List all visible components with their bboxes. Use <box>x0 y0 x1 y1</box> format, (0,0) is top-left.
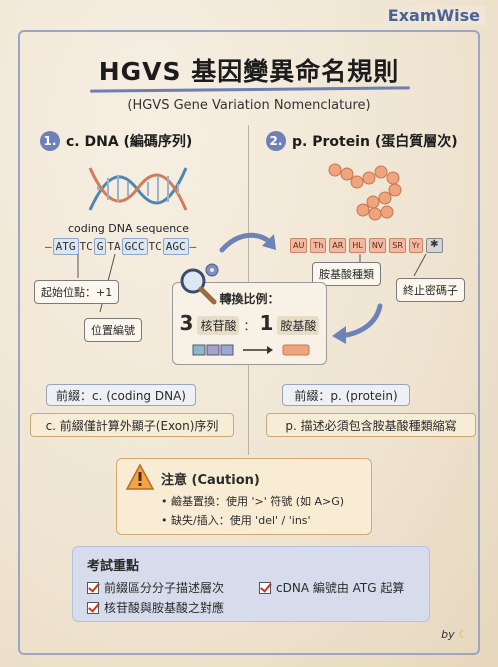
amino-acid-chip: AU <box>290 238 308 253</box>
section-title: p. Protein (蛋白質層次) <box>292 134 458 150</box>
conversion-ratio: 3 核苷酸 ： 1 胺基酸 <box>173 311 326 335</box>
seq-segment: TC <box>79 240 93 253</box>
page-title: HGVS 基因變異命名規則 <box>98 57 400 86</box>
exam-points-box: 考試重點 前綴區分分子描述層次 cDNA 編號由 ATG 起算 核苷酸與胺基酸之… <box>72 546 430 622</box>
arrow-left-icon <box>332 303 383 344</box>
footer-signature: by ☾ <box>441 628 468 641</box>
amino-acid-count: 1 <box>259 311 274 335</box>
nucleotide-count: 3 <box>179 311 194 335</box>
start-site-label: 起始位點：+1 <box>34 280 120 304</box>
amino-acid-chip: HL <box>349 238 366 253</box>
checkbox-checked-icon <box>87 581 99 594</box>
amino-acid-unit: 胺基酸 <box>277 316 320 335</box>
amino-acid-chip: Yr <box>408 238 424 253</box>
dna-sequence: — ATG TC G TA GCC TC AGC — <box>44 238 197 255</box>
aa-pointer-lines <box>359 253 427 277</box>
exam-title: 考試重點 <box>87 559 140 574</box>
amino-acid-chip: AR <box>329 238 347 253</box>
moon-icon: ☾ <box>458 628 468 641</box>
warning-icon <box>125 463 155 490</box>
conversion-visual <box>192 344 310 356</box>
conversion-box: 轉換比例： 3 核苷酸 ： 1 胺基酸 <box>172 282 327 365</box>
seq-codon: GCC <box>121 238 148 255</box>
seq-segment: — <box>189 240 197 253</box>
protein-chain-icon <box>328 163 402 221</box>
section-number: 1. <box>40 131 60 151</box>
dna-prefix-desc: c. 前綴僅計算外顯子(Exon)序列 <box>30 413 234 437</box>
exam-item: cDNA 編號由 ATG 起算 <box>259 579 404 596</box>
conversion-title: 轉換比例： <box>219 292 280 306</box>
protein-prefix-desc: p. 描述必須包含胺基酸種類縮寫 <box>266 413 476 437</box>
seq-codon: G <box>93 238 107 255</box>
exam-item-text: 前綴區分分子描述層次 <box>104 581 225 595</box>
brand-logo: ExamWise <box>381 6 486 25</box>
stop-codon-chip: ✱ <box>426 238 443 253</box>
amino-acid-row: AU Th AR HL NV SR Yr ✱ <box>290 238 443 253</box>
seq-segment: TC <box>148 240 162 253</box>
nucleotide-unit: 核苷酸 <box>197 316 240 335</box>
caution-item: • 鹼基置換：使用 '>' 符號 (如 A>G) <box>161 495 345 508</box>
seq-codon: ATG <box>52 238 79 255</box>
exam-item-text: cDNA 編號由 ATG 起算 <box>276 581 405 595</box>
section-heading-dna: 1. c. DNA (編碼序列) <box>40 131 192 151</box>
section-heading-protein: 2. p. Protein (蛋白質層次) <box>266 131 458 151</box>
seq-codon: AGC <box>162 238 189 255</box>
coding-seq-label: coding DNA sequence <box>68 222 189 235</box>
caution-item: • 缺失/插入：使用 'del' / 'ins' <box>161 514 311 527</box>
section-number: 2. <box>266 131 286 151</box>
dna-prefix-box: 前綴：c. (coding DNA) <box>46 384 196 406</box>
section-title: c. DNA (編碼序列) <box>66 134 193 150</box>
page-subtitle: (HGVS Gene Variation Nomenclature) <box>127 98 371 113</box>
arrow-right-icon <box>219 232 276 253</box>
exam-item: 核苷酸與胺基酸之對應 <box>87 599 224 616</box>
caution-title: 注意 (Caution) <box>161 473 260 488</box>
position-label: 位置編號 <box>84 318 142 342</box>
checkbox-checked-icon <box>259 581 271 594</box>
exam-item: 前綴區分分子描述層次 <box>87 579 224 596</box>
protein-prefix-box: 前綴：p. (protein) <box>282 384 410 406</box>
checkbox-checked-icon <box>87 601 99 614</box>
caution-box: 注意 (Caution) • 鹼基置換：使用 '>' 符號 (如 A>G) • … <box>116 458 372 535</box>
page-frame <box>18 30 480 655</box>
seq-segment: — <box>45 240 52 253</box>
magnifier-gear-icon <box>180 263 219 305</box>
ratio-colon: ： <box>243 319 256 333</box>
amino-acid-chip: SR <box>389 238 406 253</box>
amino-acid-chip: Th <box>310 238 327 253</box>
amino-acid-chip: NV <box>368 238 387 253</box>
stop-codon-label: 終止密碼子 <box>396 278 465 302</box>
footer-by: by <box>441 628 455 641</box>
dna-helix-icon <box>88 167 188 211</box>
seq-segment: TA <box>107 240 121 253</box>
exam-item-text: 核苷酸與胺基酸之對應 <box>104 601 225 615</box>
